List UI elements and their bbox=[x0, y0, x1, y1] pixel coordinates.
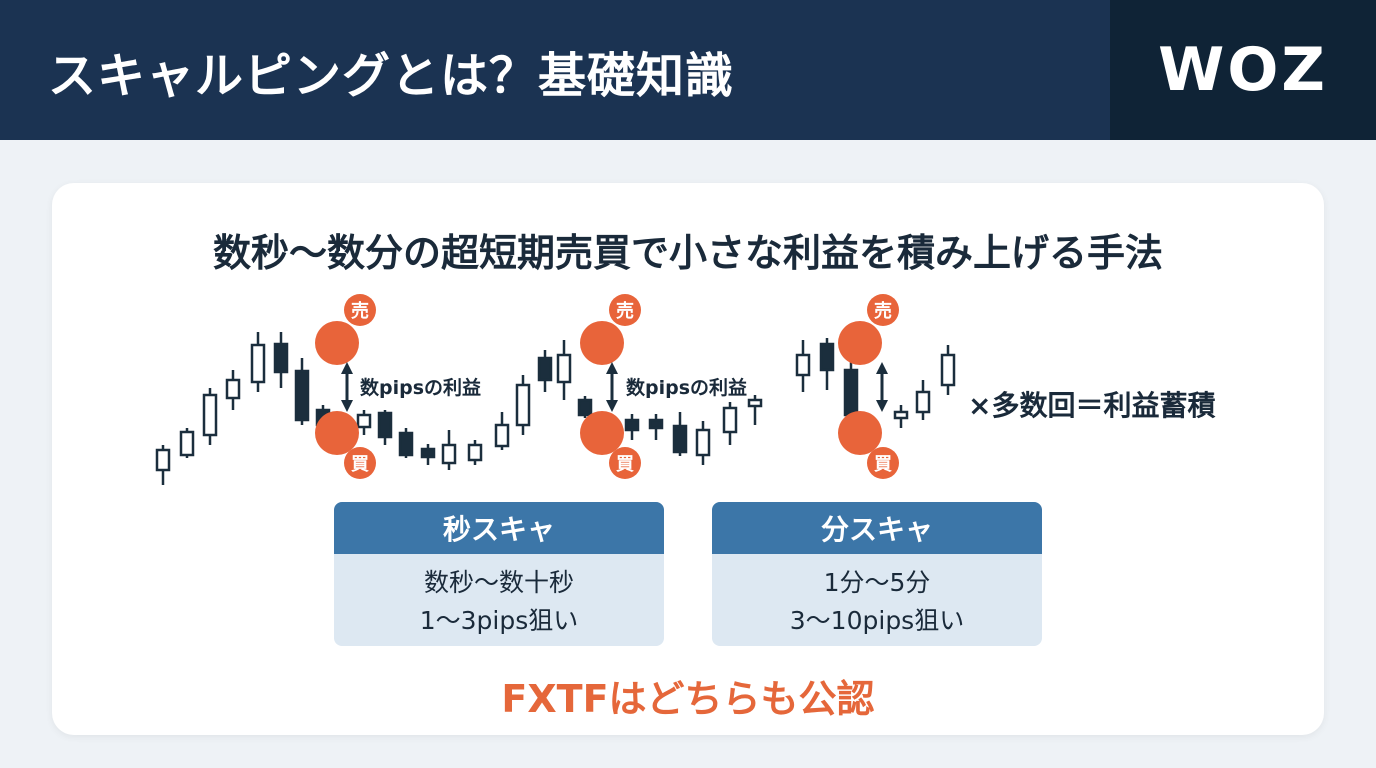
sell-badge bbox=[867, 294, 899, 326]
arrow-head-down-icon bbox=[876, 400, 888, 412]
repeat-label: ×多数回＝利益蓄積 bbox=[968, 389, 1216, 422]
candle-body bbox=[155, 448, 171, 472]
sell-label: 売 bbox=[616, 300, 634, 322]
arrow-head-up-icon bbox=[341, 362, 353, 374]
candle-body bbox=[273, 342, 289, 374]
candle-body bbox=[179, 430, 195, 457]
profit-label-2: 数pipsの利益 bbox=[626, 373, 748, 400]
box-line: 3〜10pips狙い bbox=[789, 606, 965, 635]
candle-body bbox=[225, 378, 241, 400]
candle-body bbox=[624, 418, 640, 432]
buy-point-marker bbox=[315, 411, 359, 455]
sell-label: 売 bbox=[874, 300, 892, 322]
candle-body bbox=[722, 406, 738, 434]
page-title: スキャルピングとは？基礎知識 bbox=[48, 48, 735, 104]
buy-point-marker bbox=[838, 411, 882, 455]
candle-body bbox=[356, 413, 372, 429]
candle-body bbox=[294, 369, 310, 422]
box-title: 分スキャ bbox=[712, 502, 1042, 554]
buy-point-marker bbox=[580, 411, 624, 455]
candle-body bbox=[556, 353, 572, 384]
candle-body bbox=[441, 443, 457, 465]
candle-body bbox=[747, 398, 763, 408]
logo: WOZ bbox=[1110, 0, 1376, 140]
buy-badge bbox=[344, 447, 376, 479]
box-line: 1〜3pips狙い bbox=[419, 606, 579, 635]
candle-body bbox=[695, 428, 711, 457]
sell-point-marker bbox=[838, 321, 882, 365]
candle-body bbox=[398, 431, 414, 457]
profit-label-1: 数pipsの利益 bbox=[360, 373, 482, 400]
seconds-scalping-box: 秒スキャ 数秒〜数十秒 1〜3pips狙い bbox=[334, 502, 664, 646]
candle-body bbox=[819, 342, 835, 372]
buy-label: 買 bbox=[616, 454, 634, 475]
candle-body bbox=[420, 447, 436, 459]
buy-badge bbox=[867, 447, 899, 479]
buy-badge bbox=[609, 447, 641, 479]
sell-point-marker bbox=[580, 321, 624, 365]
candle-body bbox=[202, 393, 218, 437]
sell-badge bbox=[609, 294, 641, 326]
buy-label: 買 bbox=[351, 454, 369, 475]
sell-badge bbox=[344, 294, 376, 326]
candle-body bbox=[515, 383, 531, 427]
sell-label: 売 bbox=[351, 300, 369, 322]
arrow-head-down-icon bbox=[341, 400, 353, 412]
header: スキャルピングとは？基礎知識 WOZ bbox=[0, 0, 1376, 140]
candle-body bbox=[940, 353, 956, 387]
candle-body bbox=[577, 398, 593, 417]
box-line: 数秒〜数十秒 bbox=[423, 568, 574, 597]
candle-body bbox=[250, 343, 266, 384]
candle-body bbox=[915, 390, 931, 414]
candle-body bbox=[648, 418, 664, 430]
subtitle: 数秒〜数分の超短期売買で小さな利益を積み上げる手法 bbox=[212, 231, 1163, 275]
candle-body bbox=[494, 423, 510, 448]
minutes-scalping-box: 分スキャ 1分〜5分 3〜10pips狙い bbox=[712, 502, 1042, 646]
arrow-head-up-icon bbox=[876, 362, 888, 374]
box-title: 秒スキャ bbox=[334, 502, 664, 554]
sell-point-marker bbox=[315, 321, 359, 365]
candle-body bbox=[377, 411, 393, 439]
candle-body bbox=[672, 424, 688, 454]
arrow-head-up-icon bbox=[606, 362, 618, 374]
box-line: 1分〜5分 bbox=[823, 568, 931, 597]
buy-label: 買 bbox=[874, 454, 892, 475]
footer-note: FXTFはどちらも公認 bbox=[501, 677, 875, 721]
arrow-head-down-icon bbox=[606, 400, 618, 412]
candle-body bbox=[467, 443, 483, 462]
content-card bbox=[52, 183, 1324, 735]
candle-body bbox=[537, 356, 553, 382]
candle-body bbox=[795, 353, 811, 377]
candle-body bbox=[893, 410, 909, 420]
candle-body bbox=[843, 368, 859, 417]
